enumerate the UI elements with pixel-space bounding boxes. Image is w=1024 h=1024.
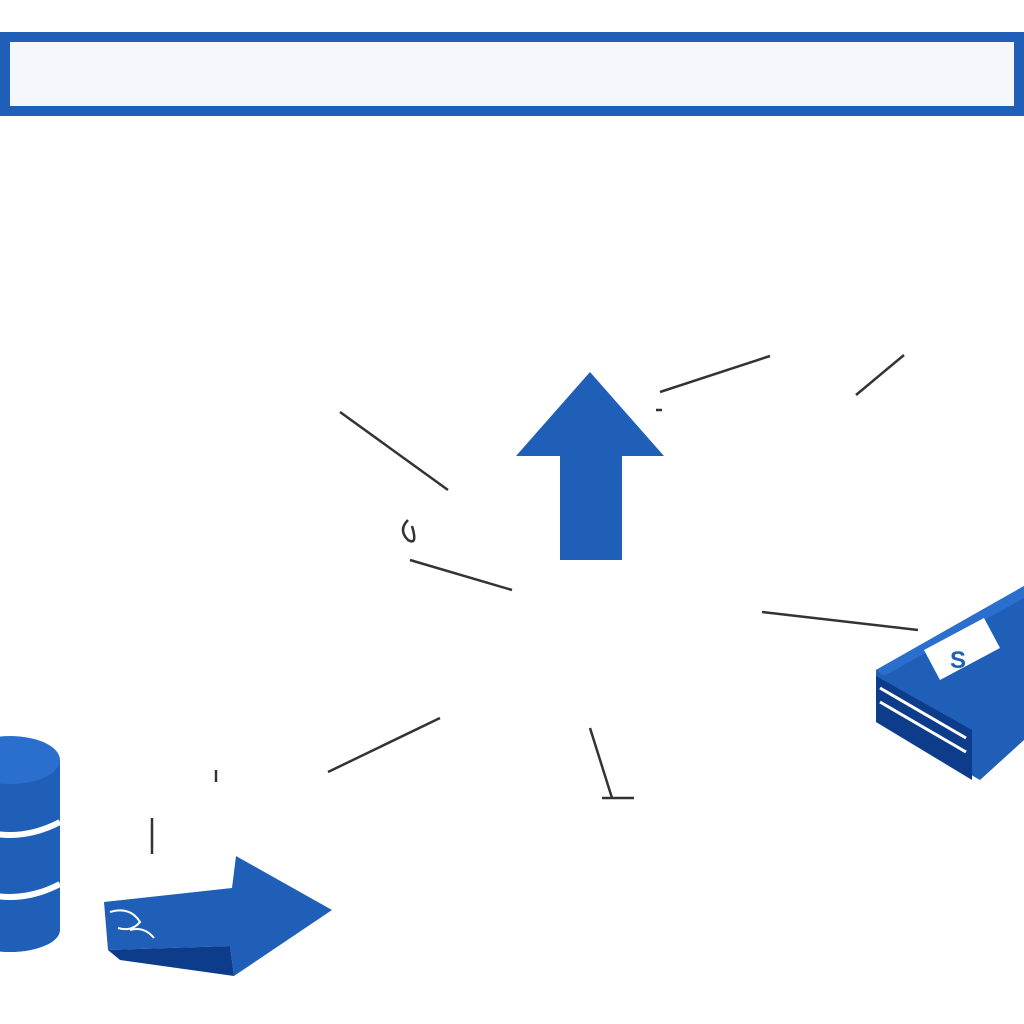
up-arrow-icon: [516, 372, 664, 560]
right-arrow-icon: [104, 856, 332, 976]
connector-line: [327, 716, 441, 774]
connector-line: [855, 354, 905, 396]
connector-curl: [401, 519, 416, 543]
connector-line: [761, 610, 919, 632]
tape-drive-icon: S: [876, 586, 1024, 780]
header-banner-inner: [10, 42, 1014, 106]
connector-line: [588, 727, 614, 799]
connector-lines: [150, 354, 919, 854]
connector-line: [659, 354, 771, 394]
header-banner: [0, 32, 1024, 116]
connector-line: [409, 558, 513, 592]
tape-drive-glyph: S: [950, 647, 966, 674]
database-icon: [0, 736, 62, 952]
connector-line: [339, 410, 449, 492]
